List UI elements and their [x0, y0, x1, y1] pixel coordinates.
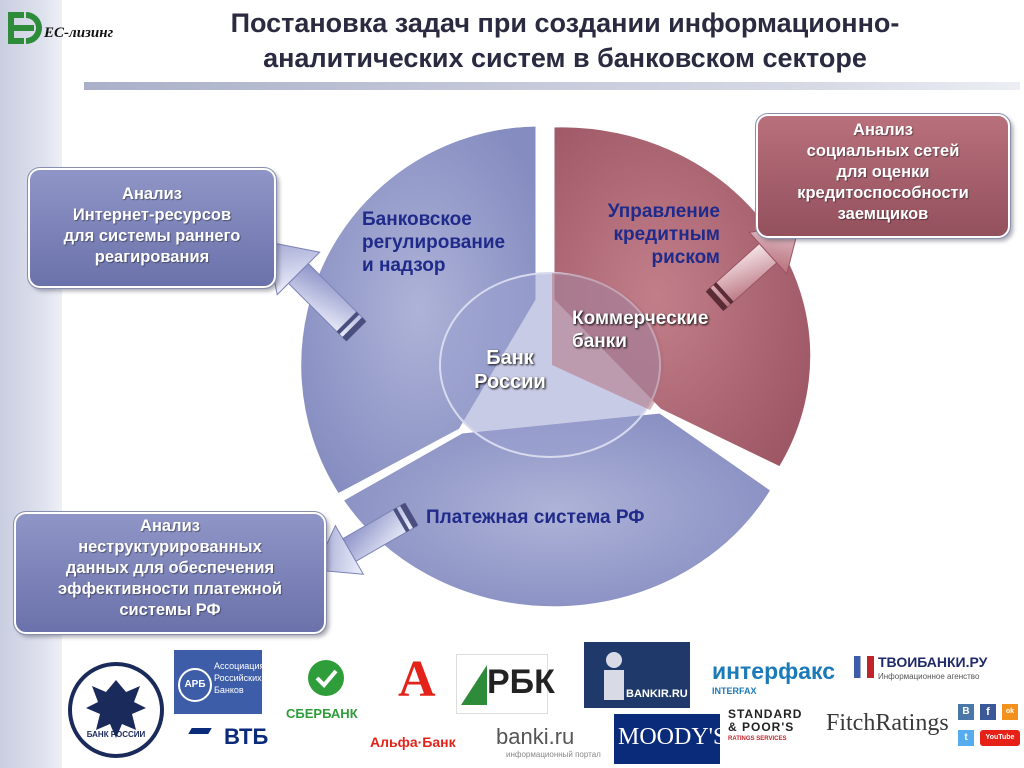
- facebook-icon: f: [980, 704, 996, 720]
- commercial-line-1: Коммерческие: [572, 308, 709, 329]
- tvoibanki-text: ТВОИБАНКИ.РУ: [878, 654, 988, 670]
- vtb-logo: ВТБ: [188, 724, 280, 758]
- callout-unstructured-line-4: эффективности платежной: [58, 580, 282, 598]
- title-underline: [84, 82, 1020, 90]
- callout-unstructured-line-2: неструктурированных: [78, 538, 262, 556]
- arrow-unstructured: [313, 502, 419, 575]
- callout-social-line-1: Анализ: [853, 121, 913, 139]
- vtb-stripes-icon: [188, 728, 212, 734]
- callout-internet: Анализ Интернет-ресурсов для системы ран…: [27, 167, 277, 289]
- logo-text: ЕС-лизинг: [44, 24, 114, 41]
- segment-regulation-label: Банковское регулирование и надзор: [362, 208, 505, 277]
- callout-internet-line-4: реагирования: [94, 248, 210, 266]
- callout-internet-line-1: Анализ: [122, 185, 182, 203]
- bank-russia-logo: БАНК РОССИИ: [68, 662, 164, 758]
- sberbank-logo: СБЕРБАНК: [286, 658, 368, 730]
- callout-social: Анализ социальных сетей для оценки креди…: [755, 113, 1011, 239]
- regulation-line-3: и надзор: [362, 255, 446, 276]
- arb-logo: АРБ Ассоциация Российских Банков: [174, 650, 264, 714]
- center-line-1: Банк: [486, 347, 534, 369]
- banki-text: banki.ru: [496, 724, 575, 749]
- vtb-text: ВТБ: [224, 724, 269, 749]
- center-line-2: России: [474, 371, 546, 393]
- sp-logo: STANDARD & POOR'S RATINGS SERVICES: [728, 708, 810, 752]
- alfa-a-icon: A: [398, 651, 436, 708]
- arb-text-line-2: Российских: [214, 673, 262, 683]
- regulation-line-1: Банковское: [362, 209, 472, 230]
- arb-text-line-3: Банков: [214, 685, 244, 695]
- callout-social-line-2: социальных сетей: [806, 142, 960, 160]
- regulation-line-2: регулирование: [362, 232, 506, 253]
- partner-logos: БАНК РОССИИ АРБ Ассоциация Российских Ба…: [62, 640, 1024, 768]
- arb-text: Ассоциация Российских Банков: [214, 660, 264, 696]
- interfax-text: интерфакс: [712, 658, 836, 684]
- social-icons: B f ok t YouTube: [958, 700, 1024, 760]
- bank-russia-text: БАНК РОССИИ: [86, 730, 146, 739]
- page-title: Постановка задач при создании информацио…: [150, 6, 980, 76]
- odnoklassniki-icon: ok: [1002, 704, 1018, 720]
- callout-social-line-4: кредитоспособности: [797, 184, 969, 202]
- youtube-icon: YouTube: [980, 730, 1020, 746]
- rbk-text: РБК: [487, 663, 555, 701]
- tvoibanki-sub-text: Информационное агенство: [878, 672, 980, 681]
- title-line-1: Постановка задач при создании информацио…: [230, 8, 900, 38]
- tvoibanki-flag-icon: [854, 656, 874, 678]
- twitter-icon: t: [958, 730, 974, 746]
- callout-unstructured-line-1: Анализ: [140, 517, 200, 535]
- segment-payment-label: Платежная система РФ: [426, 507, 645, 528]
- bankir-text: BANKIR.RU: [626, 688, 688, 700]
- banki-sub-text: информационный портал: [506, 750, 601, 759]
- sp-line-1: STANDARD: [728, 707, 803, 721]
- credit-line-1: Управление: [607, 201, 720, 222]
- alfa-text: Альфа·Банк: [370, 734, 456, 750]
- moodys-logo: MOODY'S: [614, 714, 726, 764]
- alfa-bank-logo: A Альфа·Банк: [370, 654, 462, 758]
- credit-line-3: риском: [651, 247, 720, 268]
- left-decorative-band: [0, 0, 62, 768]
- title-line-2: аналитических систем в банковском сектор…: [263, 43, 867, 73]
- sp-line-2: & POOR'S: [728, 720, 795, 734]
- sp-line-3: RATINGS SERVICES: [728, 736, 787, 742]
- interfax-logo: интерфакс INTERFAX: [712, 658, 838, 698]
- segment-credit-label: Управление кредитным риском: [560, 200, 720, 269]
- callout-internet-line-2: Интернет-ресурсов: [72, 206, 232, 224]
- callout-unstructured: Анализ неструктурированных данных для об…: [13, 511, 327, 635]
- callout-internet-line-3: для системы раннего: [63, 227, 241, 245]
- callout-social-line-3: для оценки: [836, 163, 930, 181]
- banki-ru-logo: banki.ru информационный портал: [488, 724, 606, 759]
- bankir-ru-logo: BANKIR.RU: [584, 642, 690, 708]
- moodys-text: MOODY'S: [618, 724, 727, 750]
- callout-unstructured-line-3: данных для обеспечения: [65, 559, 275, 577]
- callout-social-line-5: заемщиков: [837, 205, 929, 223]
- segment-regulation: [298, 123, 539, 497]
- fitch-ratings-logo: FitchRatings: [826, 710, 952, 750]
- callout-unstructured-line-5: системы РФ: [119, 601, 221, 619]
- center-overlay-red: [552, 272, 665, 410]
- vk-icon: B: [958, 704, 974, 720]
- rbk-logo: РБК: [456, 654, 555, 714]
- segment-payment: [339, 410, 775, 610]
- sberbank-text: СБЕРБАНК: [286, 706, 358, 721]
- company-logo: ЕС-лизинг: [4, 8, 113, 46]
- tvoibanki-logo: ТВОИБАНКИ.РУ Информационное агенство: [854, 654, 988, 688]
- arb-text-line-1: Ассоциация: [214, 661, 265, 671]
- arb-mark: АРБ: [178, 668, 212, 702]
- credit-line-2: кредитным: [613, 224, 721, 245]
- fitch-text: FitchRatings: [826, 710, 949, 736]
- commercial-line-2: банки: [572, 331, 627, 352]
- center-label: Банк России: [462, 346, 558, 394]
- interfax-sub-text: INTERFAX: [712, 686, 757, 696]
- segment-commercial-label: Коммерческие банки: [572, 307, 708, 353]
- ec-logo-mark: [4, 8, 42, 46]
